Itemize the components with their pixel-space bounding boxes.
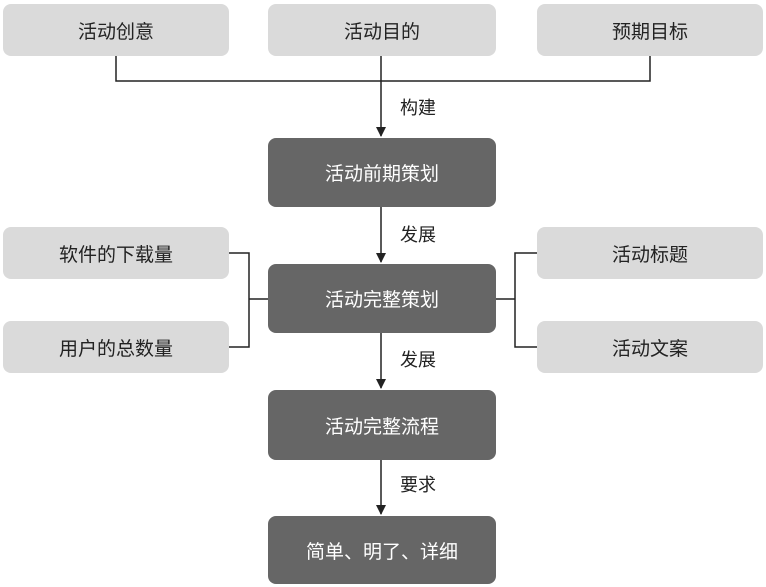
main-node-full-flow: 活动完整流程 xyxy=(268,390,496,460)
top-node-creative: 活动创意 xyxy=(3,4,229,56)
merge-line xyxy=(115,56,651,82)
edge-label-build: 构建 xyxy=(400,98,436,119)
edge-label-develop-1: 发展 xyxy=(400,225,436,246)
edge-label-require: 要求 xyxy=(400,475,436,496)
top-node-goal: 预期目标 xyxy=(537,4,763,56)
main-node-requirements: 简单、明了、详细 xyxy=(268,516,496,584)
main-node-pre-planning: 活动前期策划 xyxy=(268,138,496,207)
left-node-downloads: 软件的下载量 xyxy=(3,227,229,279)
left-bracket xyxy=(228,252,250,348)
right-bracket xyxy=(514,252,537,348)
top-node-purpose: 活动目的 xyxy=(268,4,496,56)
edge-label-develop-2: 发展 xyxy=(400,350,436,371)
left-node-users: 用户的总数量 xyxy=(3,321,229,373)
right-node-title: 活动标题 xyxy=(537,227,763,279)
main-node-full-planning: 活动完整策划 xyxy=(268,264,496,333)
right-node-copy: 活动文案 xyxy=(537,321,763,373)
